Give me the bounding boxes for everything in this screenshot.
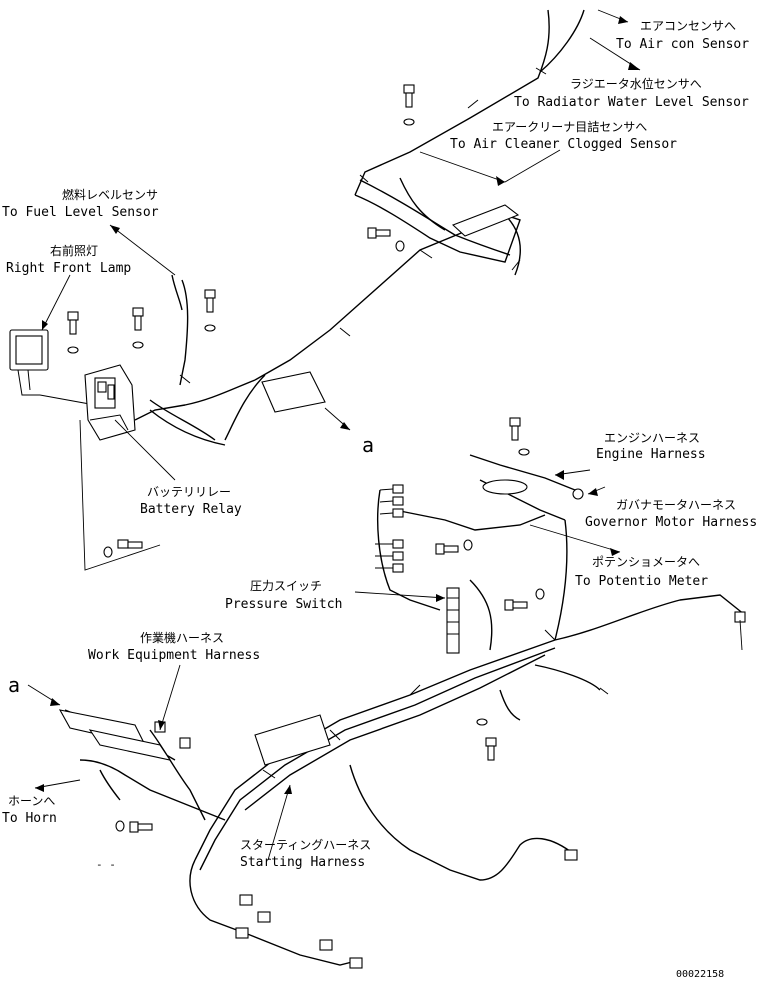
wire-aircon-run-2 xyxy=(539,9,585,73)
svg-text:エアコンセンサへ: エアコンセンサへ xyxy=(640,19,736,33)
connector-cluster-left xyxy=(375,484,404,573)
reference-mark-a: a xyxy=(362,433,374,457)
svg-text:Battery Relay: Battery Relay xyxy=(140,502,242,517)
wire-aircon-run xyxy=(354,9,550,196)
label-pressure-switch: 圧力スイッチ Pressure Switch xyxy=(225,579,342,612)
bolt-icon xyxy=(103,539,143,558)
bolt-icon xyxy=(204,289,216,332)
svg-text:Right Front Lamp: Right Front Lamp xyxy=(6,261,131,276)
svg-text:ホーンへ: ホーンへ xyxy=(8,794,55,808)
bolt-icon xyxy=(476,718,497,761)
svg-text:圧力スイッチ: 圧力スイッチ xyxy=(250,579,322,593)
svg-text:To Air Cleaner Clogged Sensor: To Air Cleaner Clogged Sensor xyxy=(450,137,677,152)
svg-text:Work Equipment Harness: Work Equipment Harness xyxy=(88,648,260,663)
bolt-icon xyxy=(509,417,530,456)
bolt-icon xyxy=(367,227,405,252)
svg-text:エアークリーナ目詰センサへ: エアークリーナ目詰センサへ xyxy=(492,119,647,134)
label-right-front-lamp: 右前照灯 Right Front Lamp xyxy=(6,243,131,276)
svg-text:Starting Harness: Starting Harness xyxy=(240,855,365,870)
lower-connectors xyxy=(154,611,746,969)
svg-text:バッテリリレー: バッテリリレー xyxy=(147,485,231,499)
label-horn: ホーンへ To Horn xyxy=(2,794,57,826)
bolts xyxy=(67,84,545,833)
governor-connector xyxy=(482,479,584,500)
svg-text:Engine Harness: Engine Harness xyxy=(596,447,706,462)
svg-text:エンジンハーネス: エンジンハーネス xyxy=(604,431,700,445)
svg-text:To Fuel Level Sensor: To Fuel Level Sensor xyxy=(2,205,159,220)
bolt-icon xyxy=(132,307,144,349)
label-radiator: ラジエータ水位センサへ To Radiator Water Level Sens… xyxy=(514,76,749,110)
bolt-icon xyxy=(435,539,473,555)
svg-text:右前照灯: 右前照灯 xyxy=(50,243,98,258)
svg-text:To Horn: To Horn xyxy=(2,811,57,826)
clamps xyxy=(179,67,609,779)
label-air-cleaner: エアークリーナ目詰センサへ To Air Cleaner Clogged Sen… xyxy=(450,119,677,152)
label-aircon: エアコンセンサへ To Air con Sensor xyxy=(616,19,749,52)
bolt-icon xyxy=(67,311,79,354)
svg-text:ポテンショメータへ: ポテンショメータへ xyxy=(592,555,700,569)
protectors xyxy=(58,204,520,766)
label-engine-harness: エンジンハーネス Engine Harness xyxy=(596,431,706,462)
label-governor-motor: ガバナモータハーネス Governor Motor Harness xyxy=(585,498,757,530)
reference-mark-a: a xyxy=(8,673,20,697)
pressure-switch xyxy=(446,587,460,654)
svg-text:ラジエータ水位センサへ: ラジエータ水位センサへ xyxy=(570,76,702,91)
svg-text:To Radiator Water Level Sensor: To Radiator Water Level Sensor xyxy=(514,95,749,110)
battery-relay xyxy=(84,364,136,441)
drawing-number: 00022158 xyxy=(676,969,724,980)
label-fuel-level: 燃料レベルセンサ To Fuel Level Sensor xyxy=(2,187,159,220)
bolt-icon xyxy=(504,588,545,611)
label-battery-relay: バッテリリレー Battery Relay xyxy=(140,485,242,517)
bolt-icon xyxy=(403,84,415,126)
bolt-icon xyxy=(115,820,153,833)
svg-text:Governor Motor Harness: Governor Motor Harness xyxy=(585,515,757,530)
right-front-lamp xyxy=(9,329,49,396)
leader-lines xyxy=(27,9,743,861)
svg-text:To Air con Sensor: To Air con Sensor xyxy=(616,37,749,52)
svg-text:To Potentio Meter: To Potentio Meter xyxy=(575,574,708,589)
label-potentio-meter: ポテンショメータへ To Potentio Meter xyxy=(575,555,708,589)
svg-text:スターティングハーネス: スターティングハーネス xyxy=(240,838,371,852)
svg-text:ガバナモータハーネス: ガバナモータハーネス xyxy=(616,498,736,512)
label-starting-harness: スターティングハーネス Starting Harness xyxy=(240,838,371,870)
svg-text:Pressure Switch: Pressure Switch xyxy=(225,597,342,612)
label-work-equipment: 作業機ハーネス Work Equipment Harness xyxy=(88,630,260,663)
stray-mark: - - xyxy=(96,858,116,871)
svg-text:作業機ハーネス: 作業機ハーネス xyxy=(140,630,224,645)
svg-text:燃料レベルセンサ: 燃料レベルセンサ xyxy=(62,187,158,202)
